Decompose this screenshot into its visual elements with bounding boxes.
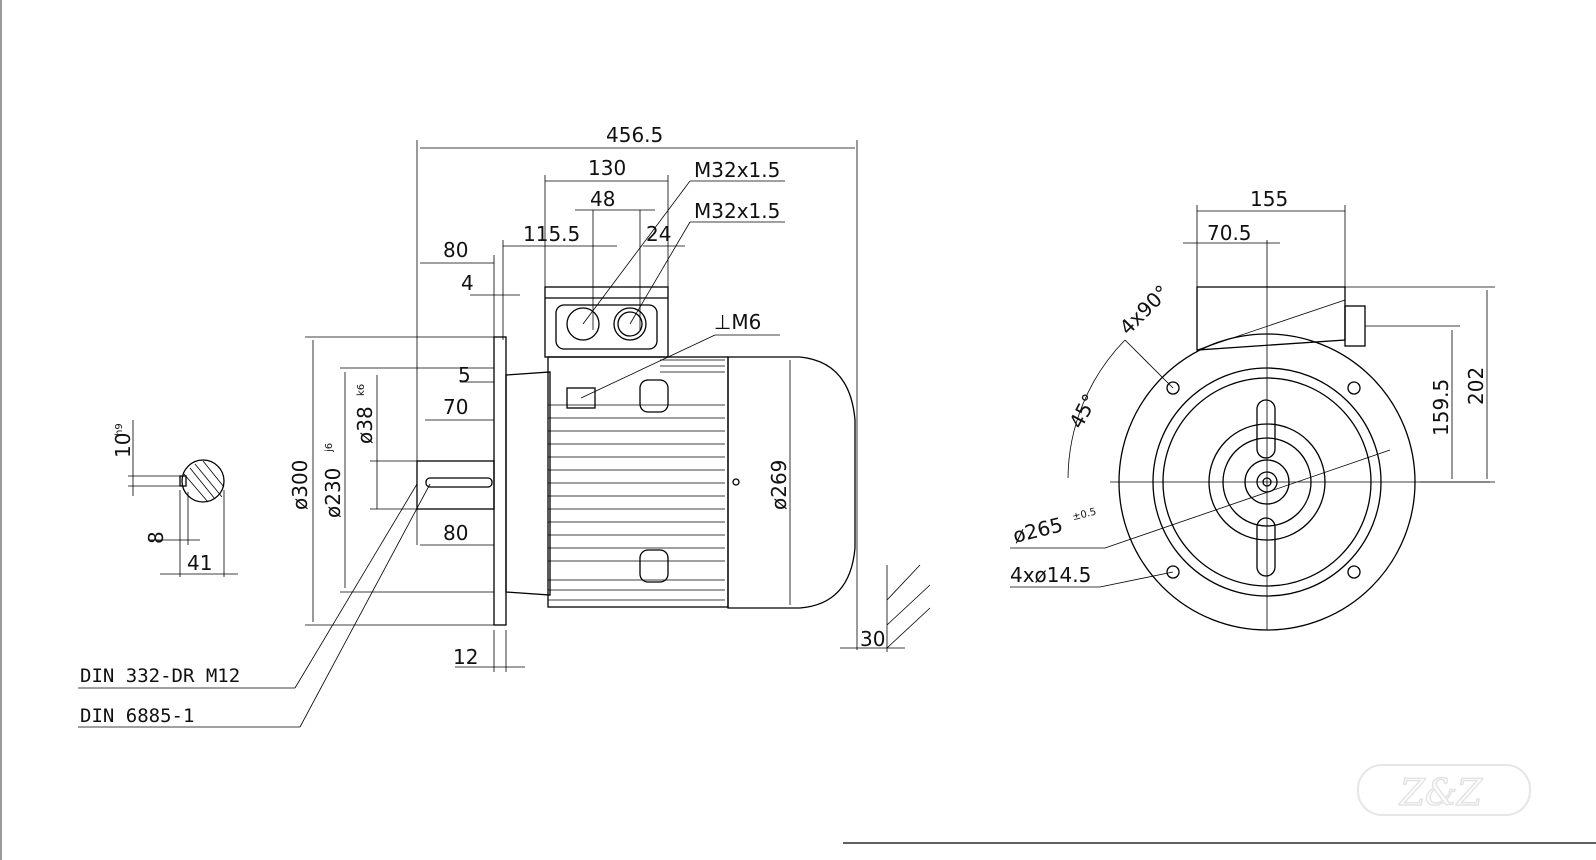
dim-box-height: 202 (1464, 367, 1488, 405)
bolt-hole (1166, 565, 1180, 579)
motor-neck (505, 371, 551, 596)
lifting-eye-bottom (639, 549, 669, 583)
motor-housing (547, 356, 729, 608)
dim-gland-offset: 115.5 (523, 222, 580, 246)
bolt-hole (1166, 381, 1180, 395)
label-gland-thread-1: M32x1.5 (694, 158, 780, 182)
dim-key-width: 10 (111, 433, 135, 458)
dim-shaft-tolerance: k6 (356, 384, 367, 396)
dim-gland-spacing: 48 (590, 187, 615, 211)
dim-gland-height: 159.5 (1429, 379, 1453, 436)
lifting-eye-top (639, 379, 669, 413)
side-view (416, 286, 856, 626)
label-earth-thread: ⊥M6 (714, 310, 761, 334)
dim-shaft-height: 41 (187, 551, 212, 575)
dim-spigot-diameter: ø230 (321, 468, 345, 518)
dim-gland-offset-2: 24 (646, 222, 671, 246)
bolt-hole (1347, 381, 1361, 395)
dim-pcd-tolerance: ±0.5 (1071, 507, 1097, 524)
dim-fan-clearance: 30 (860, 627, 885, 651)
dim-key-depth: 8 (144, 531, 168, 544)
end-cable-gland (1344, 305, 1366, 347)
fan-cover (727, 356, 856, 609)
dim-spigot-depth: 4 (461, 271, 474, 295)
end-terminal-box (1196, 286, 1346, 351)
end-dimensions (1010, 205, 1495, 588)
dim-box-offset: 70.5 (1207, 221, 1252, 245)
dim-bolt-angle: 45° (1064, 390, 1102, 433)
dim-overall-length: 456.5 (606, 123, 663, 147)
earth-terminal (566, 387, 596, 409)
dim-bolt-pattern: 4x90° (1115, 280, 1174, 339)
terminal-box (544, 286, 669, 358)
label-gland-thread-2: M32x1.5 (694, 199, 780, 223)
dim-housing-diameter: ø269 (767, 460, 791, 510)
shaft-section (128, 420, 238, 577)
note-center-hole: DIN 332-DR M12 (80, 665, 240, 687)
shaft (416, 460, 495, 510)
cooling-fins (548, 359, 725, 601)
dim-flange-diameter: ø300 (288, 460, 312, 510)
shaft-key (425, 477, 493, 488)
rib-bottom (1256, 517, 1276, 577)
end-view (1110, 240, 1490, 631)
flange (493, 336, 507, 626)
watermark-logo: Z&Z (1357, 764, 1531, 816)
bolt-hole (1347, 565, 1361, 579)
cable-gland-2 (613, 307, 647, 341)
note-key-standard: DIN 6885-1 (80, 705, 194, 727)
dim-key-tolerance: h9 (114, 423, 125, 436)
dim-shaft-length: 80 (443, 521, 468, 545)
dim-shaft-shoulder: 5 (458, 363, 471, 387)
dim-flange-to-box: 80 (443, 238, 468, 262)
dim-box-width: 155 (1250, 187, 1288, 211)
dim-terminal-box-length: 130 (588, 156, 626, 180)
dim-shaft-diameter: ø38 (353, 406, 377, 444)
dim-pcd: ø265 (1010, 512, 1065, 547)
dim-bolt-holes: 4xø14.5 (1010, 563, 1091, 587)
rib-top (1256, 399, 1276, 459)
cover-screw (732, 478, 740, 486)
dim-spigot-tolerance: j6 (324, 443, 335, 453)
shaft-section-circle (181, 459, 225, 503)
dim-flange-thickness: 12 (453, 645, 478, 669)
side-dimensions (78, 140, 931, 728)
svg-text:Z&Z: Z&Z (1399, 773, 1483, 814)
dim-key-length: 70 (443, 395, 468, 419)
cable-gland-1 (566, 307, 600, 341)
